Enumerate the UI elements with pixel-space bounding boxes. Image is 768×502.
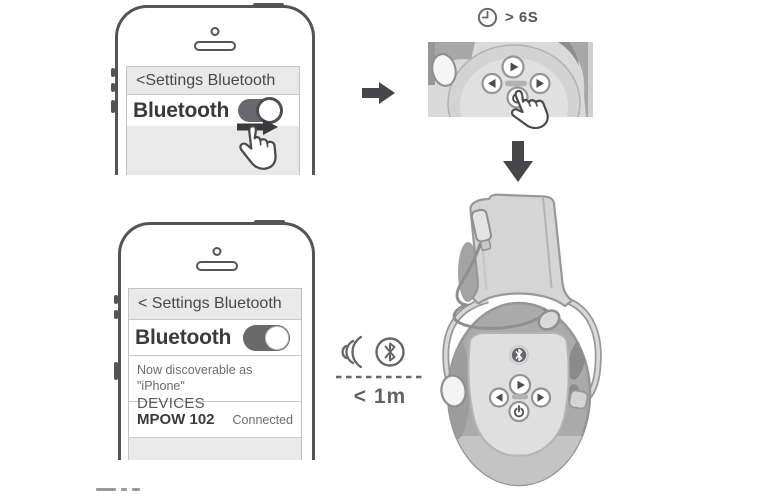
phone-screen: < Settings Bluetooth Bluetooth Now disco…	[128, 288, 302, 460]
phone-screen: <Settings Bluetooth Bluetooth	[126, 66, 300, 175]
next-button-icon	[529, 72, 551, 95]
bluetooth-toggle	[238, 96, 283, 124]
phone-step1: <Settings Bluetooth Bluetooth	[111, 3, 315, 175]
swipe-right-arrow-icon	[237, 119, 278, 135]
devices-heading: DEVICES	[137, 395, 205, 412]
headphone-illustration	[440, 193, 602, 487]
toggle-knob	[256, 96, 283, 124]
power-button-icon	[508, 400, 530, 423]
bluetooth-row: Bluetooth	[127, 95, 299, 126]
phone-mute-switch	[114, 295, 118, 304]
settings-bluetooth-header: <Settings Bluetooth	[127, 67, 299, 95]
device-name: MPOW 102	[137, 411, 215, 428]
signal-waves-icon	[341, 335, 363, 369]
settings-bluetooth-header-label: < Settings Bluetooth	[138, 295, 282, 312]
cropped-page-footer	[96, 488, 140, 491]
bluetooth-indicator-icon	[509, 345, 529, 365]
arrow-down-icon	[503, 141, 533, 182]
next-button-icon	[530, 387, 552, 408]
yoke-end-tab	[568, 389, 589, 410]
discoverable-text: Now discoverable as "iPhone"	[137, 363, 253, 393]
indicator-bar	[512, 394, 528, 400]
tap-hand-icon	[239, 124, 277, 170]
phone-volume-down-button	[114, 362, 118, 380]
toggle-knob	[265, 325, 289, 350]
headband	[469, 193, 574, 308]
tap-hand-icon	[510, 89, 549, 130]
antenna-cable	[452, 242, 561, 331]
bluetooth-label: Bluetooth	[133, 98, 230, 122]
ambient-mic-knob	[440, 374, 467, 408]
earcup-control-panel	[428, 42, 593, 130]
pairing-signal-icons	[341, 335, 405, 369]
play-button-icon	[501, 55, 525, 79]
bluetooth-toggle	[243, 324, 290, 351]
arrow-right-icon	[362, 82, 395, 104]
distance-label: < 1m	[353, 385, 407, 408]
earpiece-speaker	[194, 41, 236, 51]
device-status: Connected	[232, 412, 293, 427]
front-camera	[210, 27, 220, 36]
settings-bluetooth-header: < Settings Bluetooth	[129, 289, 301, 320]
press-duration-label: > 6S	[505, 9, 539, 26]
screen-footer-area	[129, 437, 301, 460]
device-list-item: MPOW 102 Connected	[129, 401, 301, 437]
phone-volume-up-button	[114, 310, 118, 319]
previous-button-icon	[488, 387, 510, 408]
indicator-bar	[505, 80, 527, 87]
bluetooth-label: Bluetooth	[135, 325, 232, 349]
phone-power-button	[253, 3, 284, 8]
settings-bluetooth-header-label: <Settings Bluetooth	[136, 71, 276, 89]
bluetooth-row: Bluetooth	[129, 320, 301, 355]
play-button-icon	[508, 373, 532, 397]
bluetooth-circle-icon	[375, 337, 405, 367]
discoverable-section: Now discoverable as "iPhone" DEVICES	[129, 355, 301, 412]
phone-mute-switch	[111, 68, 115, 77]
front-camera	[212, 247, 221, 256]
previous-button-icon	[481, 72, 503, 95]
phone-volume-down-button	[111, 100, 115, 113]
headband-clip	[470, 208, 493, 251]
earpiece-speaker	[195, 261, 238, 271]
phone-volume-up-button	[111, 83, 115, 92]
phone-power-button	[254, 220, 285, 225]
clock-icon	[477, 7, 498, 28]
ambient-mic-knob	[431, 53, 457, 87]
distance-dashed-line	[336, 375, 424, 379]
phone-step3: < Settings Bluetooth Bluetooth Now disco…	[114, 220, 315, 460]
